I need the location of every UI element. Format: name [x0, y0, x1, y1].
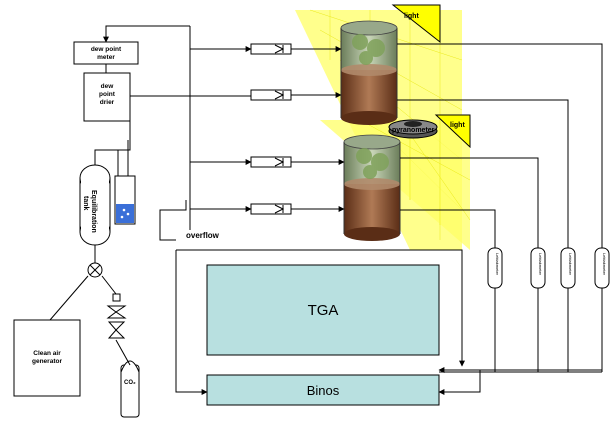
co2-cylinder: CO₂ [106, 293, 140, 418]
mixing-valve [87, 262, 103, 278]
lektakmeter-3: Lektakmeter [560, 247, 576, 289]
lektakmeter-label-1: Lektakmeter [495, 253, 500, 276]
equilibration-tank: Equilibrationtank [79, 164, 111, 246]
tga-label: TGA [308, 302, 339, 319]
flowmeter-2 [250, 89, 292, 101]
equilibration-tank-label: Equilibrationtank [82, 190, 97, 233]
co2-label: CO₂ [124, 380, 136, 386]
lektakmeter-1: Lektakmeter [487, 247, 503, 289]
lektakmeter-2: Lektakmeter [530, 247, 546, 289]
lektakmeter-4: Lektakmeter [594, 247, 610, 289]
light-source-bottom: light [434, 114, 471, 149]
pyranometer-label: pyranometer [392, 127, 435, 134]
light-source-top: light [391, 4, 441, 44]
lektakmeter-label-3: Lektakmeter [568, 253, 573, 276]
light-label-bottom: light [450, 122, 465, 129]
overflow-label: overflow [186, 231, 220, 240]
lektakmeter-label-2: Lektakmeter [538, 253, 543, 276]
binos-label: Binos [307, 383, 340, 398]
binos-analyzer: Binos [206, 374, 440, 406]
light-label-top: light [404, 13, 419, 20]
tubing [49, 25, 603, 395]
plant-chamber-top [340, 20, 398, 125]
flowmeter-3 [250, 156, 292, 168]
tga-analyzer: TGA [206, 264, 440, 356]
flowmeter-4 [250, 203, 292, 215]
plant-chamber-bottom [343, 134, 401, 241]
water-bubbler [114, 175, 136, 225]
pyranometer: pyranometer [388, 119, 438, 139]
lektakmeter-label-4: Lektakmeter [602, 253, 607, 276]
flowmeter-1 [250, 43, 292, 55]
